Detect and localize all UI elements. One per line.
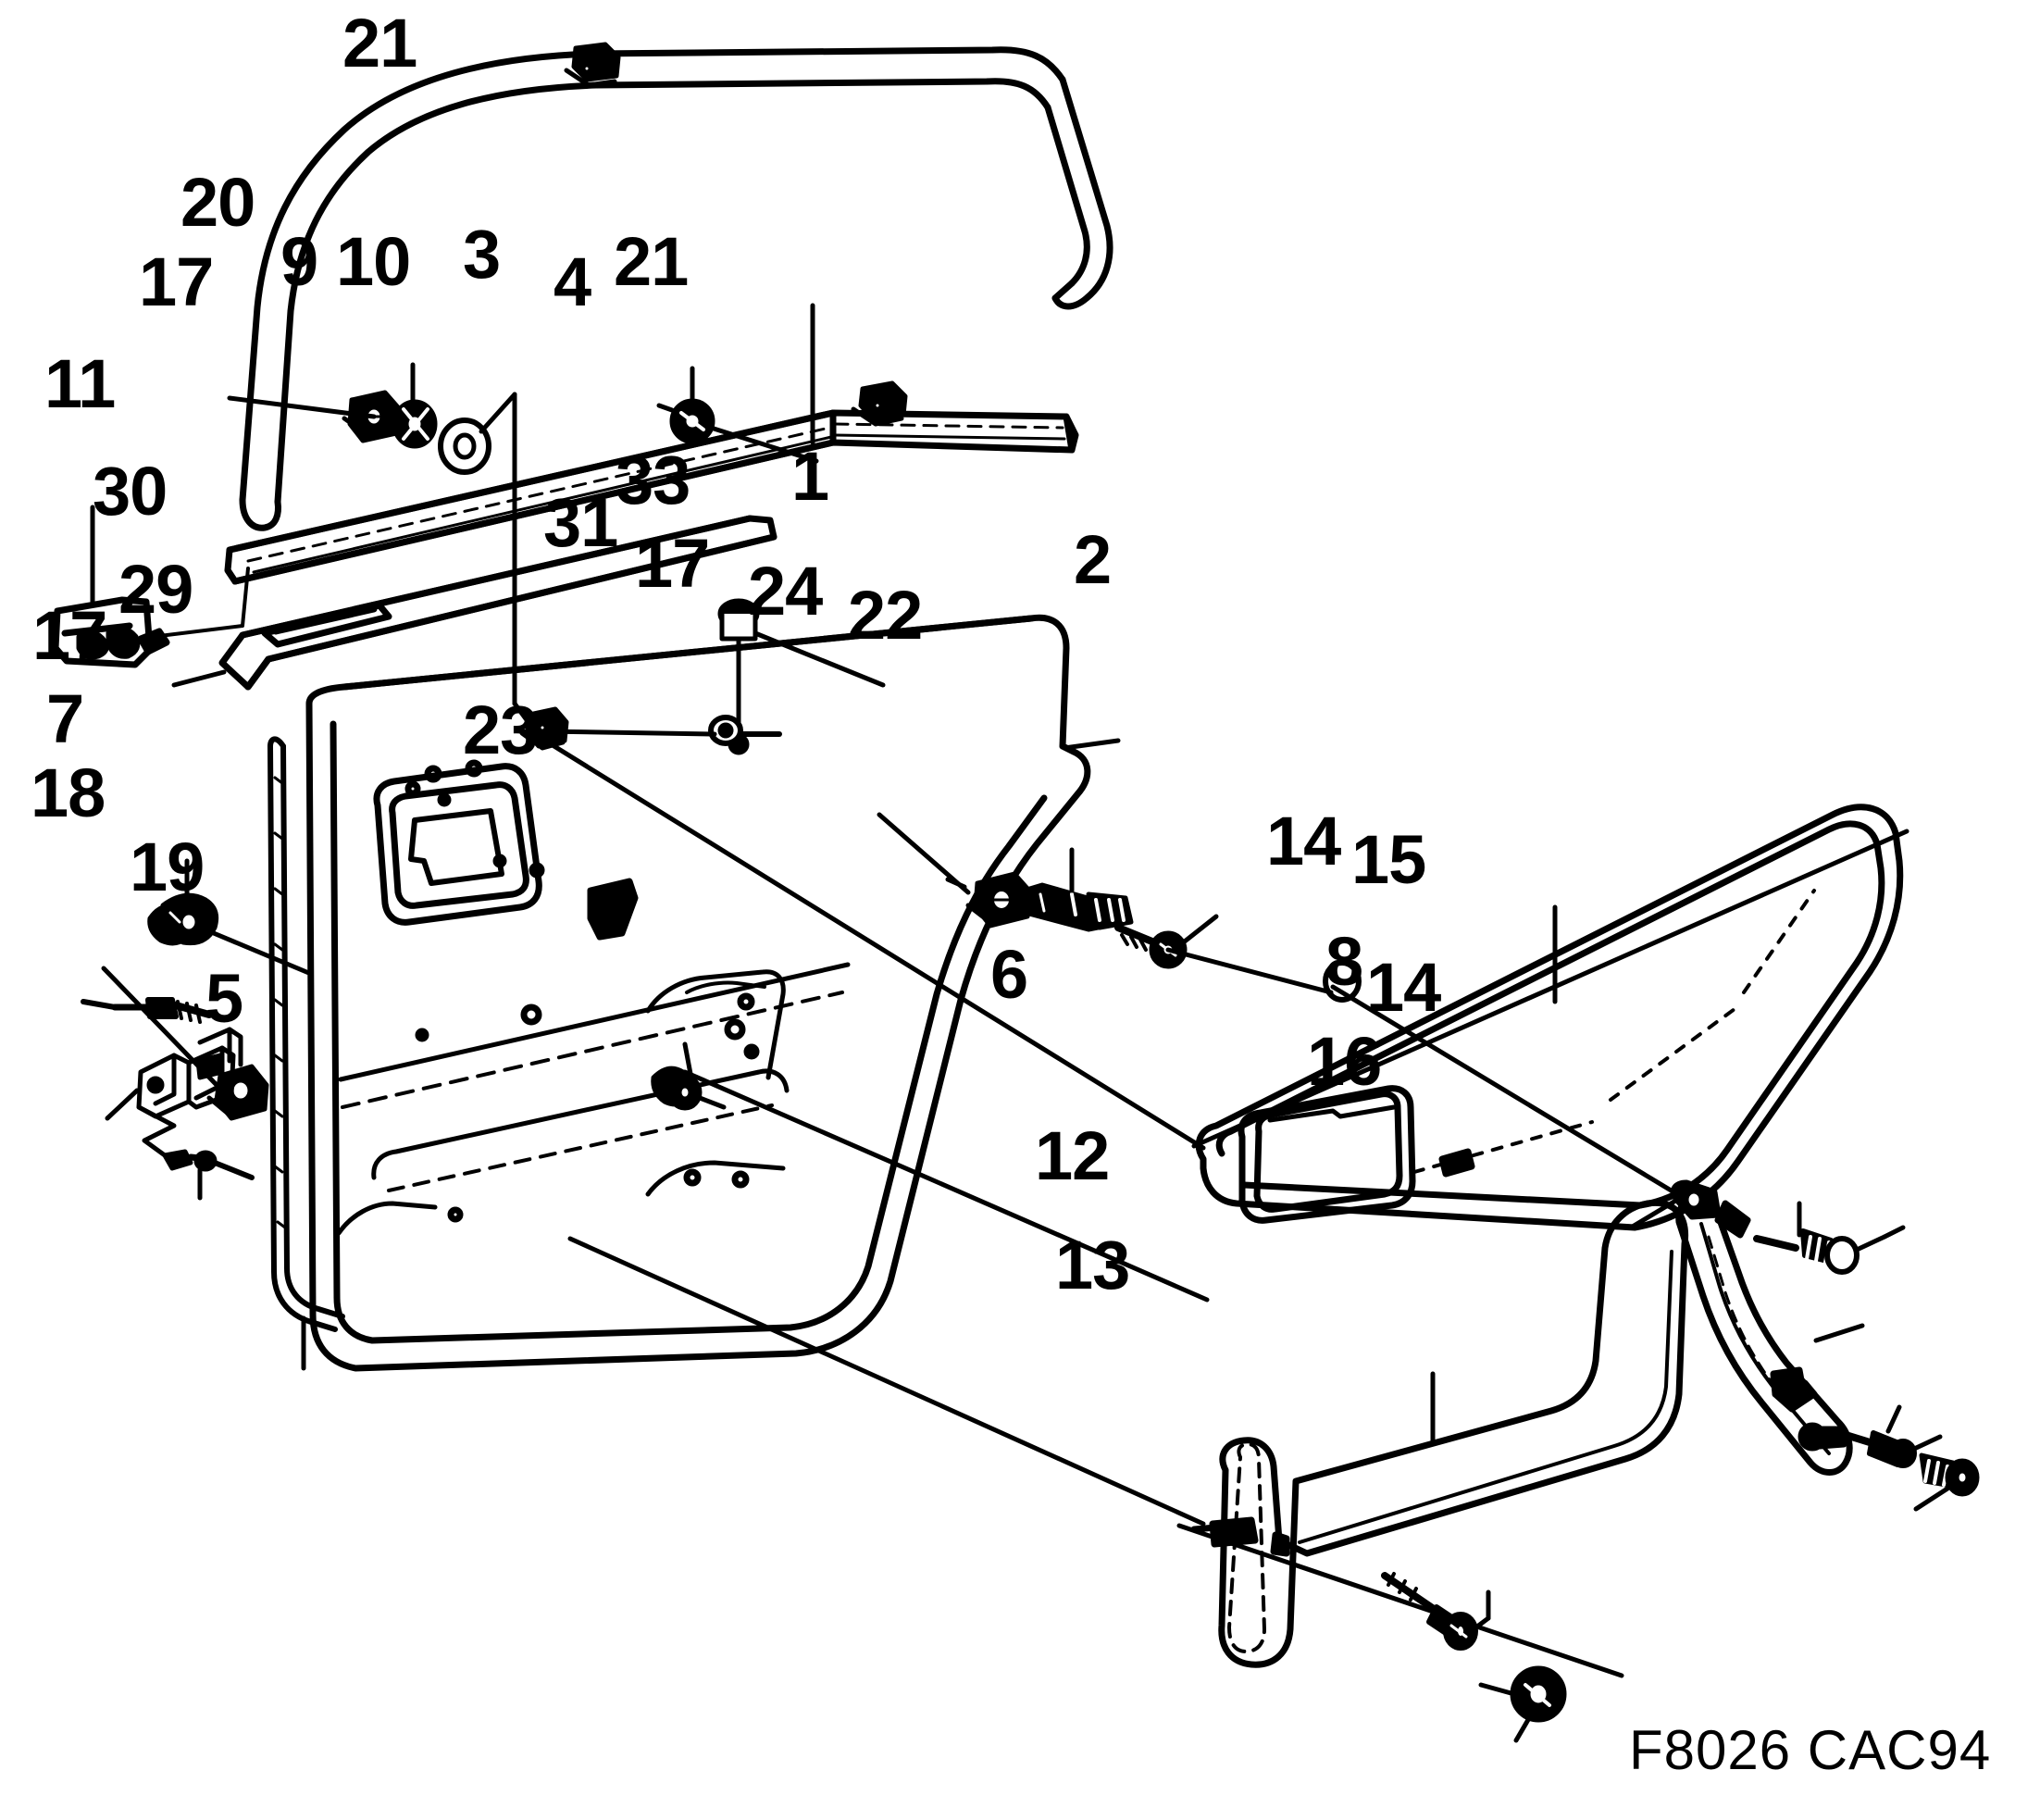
callout-number-14: 14 [1366,949,1441,1026]
callout-number-17: 17 [32,597,107,674]
part-19-pin [162,1149,255,1201]
part-18-bracket [105,1027,243,1158]
part-10-washer [438,392,538,734]
part-17a-clip [227,390,401,443]
part-21a-clip [564,42,621,88]
part-12-screw [1381,1572,1491,1651]
callout-number-8: 8 [1325,923,1363,1000]
part-29-grommet [147,858,314,977]
part-30-sill-moulding [171,515,777,691]
callout-number-22: 22 [848,577,923,654]
callout-number-14: 14 [1266,803,1341,879]
callout-number-20: 20 [180,164,255,241]
callout-number-4: 4 [554,243,591,320]
callout-number-10: 10 [336,223,411,300]
part-7-screw [81,997,213,1024]
callout-number-6: 6 [990,936,1028,1013]
part-13-nut [1478,1665,1567,1743]
callout-number-30: 30 [93,453,168,530]
figure-code: F8026 CAC94 [1629,1719,1992,1781]
callout-number-17: 17 [139,243,214,320]
callout-number-19: 19 [130,829,205,905]
callout-number-24: 24 [748,553,823,630]
assembly-leader-lines [530,730,1909,1678]
part-15-nut [1882,1225,1906,1240]
callout-number-21: 21 [614,223,689,300]
part-21b-clip [851,380,908,427]
callout-number-9: 9 [280,223,318,300]
part-17c-clip [877,812,1032,929]
part-6-armrest-pad [1190,1199,1689,1668]
callout-number-17: 17 [635,525,710,602]
part-20-window-frame-moulding [239,46,1113,531]
callout-number-11: 11 [44,345,116,422]
part-23-fastener [651,1041,727,1111]
callout-number-31: 31 [543,484,618,561]
part-14a-screw [1753,1201,1887,1275]
callout-number-1: 1 [791,438,829,515]
part-8-pull-handle [1670,1179,1865,1476]
part-14b-screw [1842,1404,1943,1468]
callout-number-7: 7 [46,680,84,757]
callout-number-21: 21 [342,5,417,81]
part-31-retainer [540,715,782,746]
callout-number-29: 29 [118,551,193,628]
callout-number-23: 23 [463,692,538,768]
part-1-door-trim-panel [305,614,1121,1372]
callout-number-15: 15 [1351,821,1426,898]
part-24-latch-bracket [1021,847,1134,932]
part-11-end-cap [52,505,250,668]
callout-number-16: 16 [1307,1023,1382,1100]
part-16-nut [1913,1452,1980,1512]
callout-number-2: 2 [1074,521,1112,598]
part-22-screw [1114,914,1219,969]
callout-number-33: 33 [616,442,690,518]
part-9-washer [392,362,438,449]
part-2-upper-trim-panel [1195,804,1904,1231]
part-3-screw [656,366,819,464]
callout-number-18: 18 [31,754,106,831]
part-5-door-seal [267,736,345,1371]
callout-number-12: 12 [1035,1117,1110,1194]
callout-number-5: 5 [205,960,243,1037]
part-4-waist-moulding [224,303,1079,585]
callout-number-13: 13 [1055,1227,1130,1303]
callout-number-3: 3 [463,216,501,293]
